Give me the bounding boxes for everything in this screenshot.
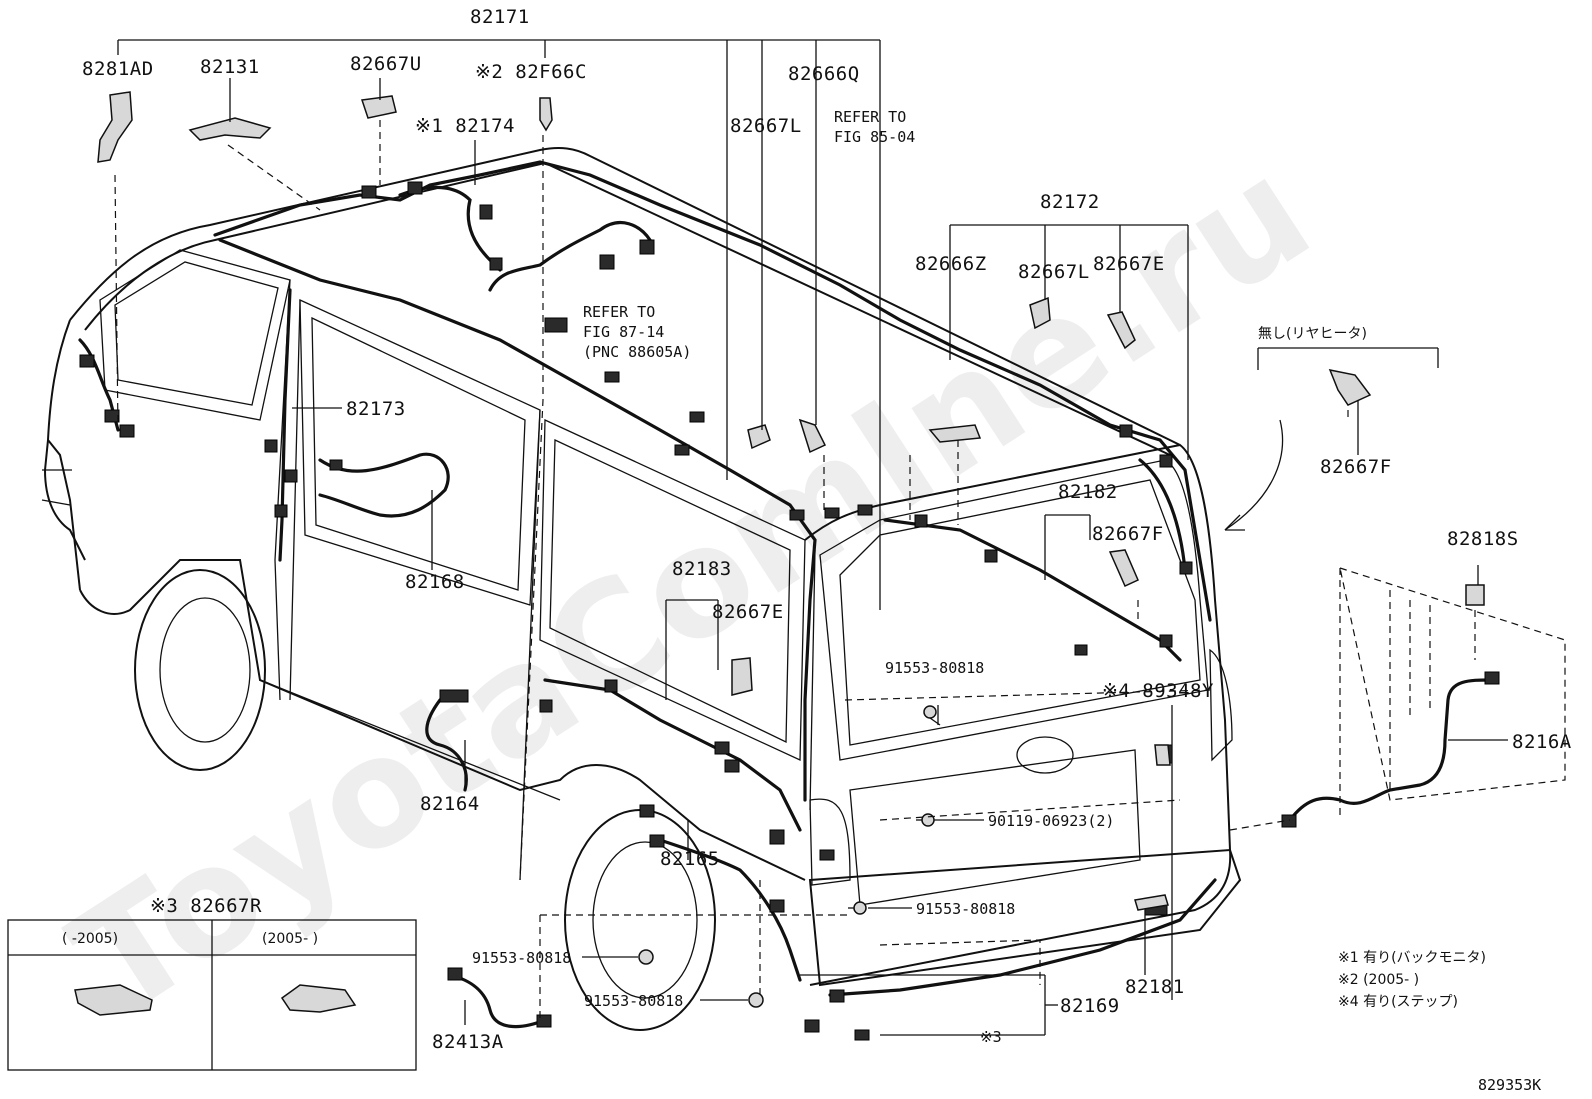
clamp-82667E-mid xyxy=(731,657,753,696)
label-82667E-mid: 82667E xyxy=(712,601,784,623)
clamp-82667R-early xyxy=(74,984,153,1016)
label-82165: 82165 xyxy=(660,848,720,870)
dome-harness-82174 xyxy=(398,185,502,272)
label-82667U: 82667U xyxy=(350,53,422,75)
footnote-1: ※1 有り(バックモニタ) xyxy=(1338,950,1486,966)
dashed-guides xyxy=(114,120,1566,1020)
refer-87-14-c: (PNC 88605A) xyxy=(583,343,691,361)
rear-bumper-harness-82169 xyxy=(828,878,1217,997)
clamp-82666Q xyxy=(798,418,827,454)
a-pillar-harness-82173 xyxy=(278,288,292,562)
label-91553-80818-c: 91553-80818 xyxy=(472,949,571,967)
bolt-91553-d xyxy=(748,992,764,1008)
center-harness xyxy=(488,220,652,292)
leader-lines xyxy=(117,39,1508,1036)
label-82131: 82131 xyxy=(200,56,260,78)
inset-header-right: (2005- ) xyxy=(262,931,318,947)
label-82667F-mid: 82667F xyxy=(1092,523,1164,545)
bracket-82131 xyxy=(188,117,272,141)
label-82667F-right: 82667F xyxy=(1320,456,1392,478)
diagram-code: 829353K xyxy=(1478,1076,1541,1094)
refer-87-14-b: FIG 87-14 xyxy=(583,323,664,341)
rear-side-harness-82182 xyxy=(1138,458,1187,572)
door-harness-82168 xyxy=(318,452,450,518)
label-82667L-top: 82667L xyxy=(730,115,802,137)
label-91553-80818-a: 91553-80818 xyxy=(885,659,984,677)
part-illustrations xyxy=(97,91,1485,1008)
clamp-82667L-right xyxy=(1029,296,1051,330)
part-labels: 82171 8281AD 82131 82667U ※2 82F66C ※1 8… xyxy=(82,6,1572,1053)
label-82181: 82181 xyxy=(1125,976,1185,998)
refer-87-14-a: REFER TO xyxy=(583,303,655,321)
clamp-8281AD xyxy=(97,91,133,163)
label-82183: 82183 xyxy=(672,558,732,580)
label-8216A: 8216A xyxy=(1512,731,1572,753)
label-82168: 82168 xyxy=(405,571,465,593)
clamp-82667U xyxy=(361,95,397,119)
clamp-82667E-right xyxy=(1106,311,1136,350)
inset-header-left: ( -2005) xyxy=(62,931,118,947)
label-82413A: 82413A xyxy=(432,1031,504,1053)
label-no-rear-heater: 無し(リヤヒータ) xyxy=(1258,326,1367,342)
clamp-82667F-mid xyxy=(1108,549,1139,588)
side-harness xyxy=(218,238,817,802)
sensor-82818S xyxy=(1465,584,1485,606)
label-82667L-right: 82667L xyxy=(1018,261,1090,283)
footnote-2: ※2 (2005- ) xyxy=(1338,972,1419,988)
label-90119-06923: 90119-06923(2) xyxy=(988,812,1114,830)
label-91553-80818-d: 91553-80818 xyxy=(584,992,683,1010)
label-82171: 82171 xyxy=(470,6,530,28)
clamp-82666Z xyxy=(928,424,982,443)
footnotes: ※1 有り(バックモニタ) ※2 (2005- ) ※4 有り(ステップ) 82… xyxy=(1338,950,1541,1094)
label-82172: 82172 xyxy=(1040,191,1100,213)
clamp-89348Y xyxy=(1154,744,1171,766)
tape-82181 xyxy=(1134,894,1169,911)
clamp-82667R-late xyxy=(280,984,357,1013)
label-82666Q: 82666Q xyxy=(788,63,860,85)
label-82173: 82173 xyxy=(346,398,406,420)
label-82667E-right: 82667E xyxy=(1093,253,1165,275)
clamp-82667F-right xyxy=(1328,368,1372,406)
label-89348Y: ※4 89348Y xyxy=(1102,680,1214,702)
inset-82667R-table: ( -2005) (2005- ) xyxy=(7,919,417,1071)
label-82818S: 82818S xyxy=(1447,528,1519,550)
label-82182: 82182 xyxy=(1058,481,1118,503)
roof-harness-82171 xyxy=(213,160,1212,622)
back-monitor-harness-8216A xyxy=(1288,678,1492,822)
refer-85-04-b: FIG 85-04 xyxy=(834,128,915,146)
front-harness-8281AD xyxy=(78,338,120,432)
label-82174: ※1 82174 xyxy=(415,115,515,137)
label-8281AD: 8281AD xyxy=(82,58,154,80)
refer-85-04-a: REFER TO xyxy=(834,108,906,126)
harness-82413A xyxy=(448,973,547,1029)
label-82169: 82169 xyxy=(1060,995,1120,1017)
label-82667R: ※3 82667R xyxy=(150,895,262,917)
label-note3: ※3 xyxy=(980,1028,1002,1046)
label-82164: 82164 xyxy=(420,793,480,815)
label-82666Z: 82666Z xyxy=(915,253,987,275)
footnote-4: ※4 有り(ステップ) xyxy=(1338,994,1458,1010)
label-82F66C: ※2 82F66C xyxy=(475,61,587,83)
bolt-91553-b xyxy=(848,901,867,915)
clip-82F66C xyxy=(539,97,553,132)
bolt-91553-c xyxy=(638,949,654,965)
clamp-82667L-top xyxy=(747,424,771,450)
bolt-90119 xyxy=(916,813,935,827)
label-91553-80818-b: 91553-80818 xyxy=(916,900,1015,918)
